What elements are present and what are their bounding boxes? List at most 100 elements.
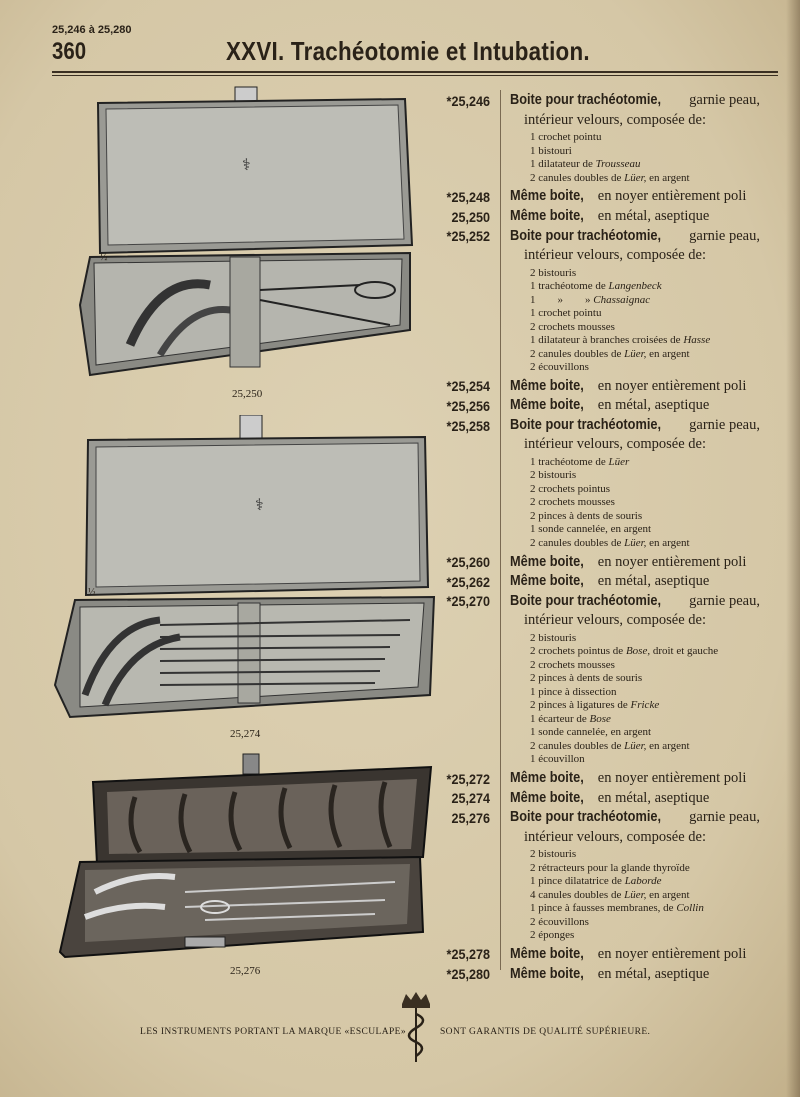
item-text: en argent <box>646 347 690 360</box>
contents-item: 1 écarteur de Bose <box>530 713 760 727</box>
item-text: en argent <box>646 739 690 752</box>
contents-item: 2 crochets mousses <box>530 496 760 510</box>
entry-row: *25,280 Même boite,en métal, aseptique <box>430 964 760 984</box>
item-text: 2 bistouris <box>530 631 577 644</box>
maker-name: Trousseau <box>595 158 641 171</box>
item-text: 1 sonde cannelée, en argent <box>530 726 652 739</box>
entry-description: Boite pour trachéotomie,garnie peau, <box>510 417 760 434</box>
item-text: 1 dilatateur de <box>530 158 596 171</box>
item-range: 25,246 à 25,280 <box>52 24 132 36</box>
item-text: 1 dilatateur à branches croisées de <box>530 334 684 347</box>
item-text: 2 pinces à ligatures de <box>530 699 631 712</box>
contents-item: 1 sonde cannelée, en argent <box>530 523 760 537</box>
entry-description: Même boite,en noyer entièrement poli <box>510 378 760 395</box>
item-text: 2 canules doubles de <box>530 171 625 184</box>
entry-description: Même boite,en métal, aseptique <box>510 790 760 807</box>
contents-item: 1 trachéotome de Langenbeck <box>530 280 760 294</box>
maker-name: Lüer, <box>624 888 647 901</box>
catalog-number: *25,270 <box>446 593 490 610</box>
page-number: 360 <box>52 38 87 65</box>
contents-item: 1 trachéotome de Lüer <box>530 456 760 470</box>
figure-caption: 25,276 <box>230 965 261 977</box>
catalog-number: *25,262 <box>446 573 490 590</box>
contents-item: 2 crochets pointus de Bose, droit et gau… <box>530 645 760 659</box>
entry-continuation: intérieur velours, composée de: <box>524 436 706 453</box>
entry-row: *25,270 Boite pour trachéotomie, garnie pe… <box>430 592 760 612</box>
item-text: 1 pince à dissection <box>530 685 617 698</box>
page-title: XXVI. Trachéotomie et Intubation. <box>226 36 590 66</box>
catalog-entry: *25,270 Boite pour trachéotomie, garnie pe… <box>430 592 760 769</box>
entry-detail: en noyer entièrement poli <box>597 553 747 570</box>
catalog-number: *25,272 <box>446 770 490 787</box>
catalog-entry: *25,262 Même boite,en métal, aseptique <box>430 572 760 592</box>
header-rule <box>52 71 778 73</box>
maker-name: Laborde <box>624 875 662 888</box>
contents-item: 2 crochets mousses <box>530 659 760 673</box>
entry-detail: en noyer entièrement poli <box>597 377 747 394</box>
catalog-entry: *25,280 Même boite,en métal, aseptique <box>430 964 760 984</box>
entry-description: Même boite,en métal, aseptique <box>510 966 760 983</box>
entry-name: Boite pour trachéotomie, <box>510 592 662 609</box>
catalog-number: *25,278 <box>446 946 490 963</box>
catalog-number: *25,280 <box>446 966 490 983</box>
entry-continuation: intérieur velours, composée de: <box>524 246 706 263</box>
catalog-number: *25,256 <box>446 397 490 414</box>
figure-scale: ½ <box>100 252 108 263</box>
entry-detail: en métal, aseptique <box>597 789 710 806</box>
maker-name: Lüer, <box>624 347 647 360</box>
item-text: 1 bistouri <box>530 144 572 157</box>
entry-detail: en noyer entièrement poli <box>597 770 747 787</box>
contents-item: 2 canules doubles de Lüer, en argent <box>530 537 760 551</box>
item-text: 2 canules doubles de <box>530 347 625 360</box>
figure-case-25276: 25,276 <box>58 753 433 977</box>
entry-detail: garnie peau, <box>689 592 760 609</box>
figure-caption: 25,274 <box>230 728 261 740</box>
entry-detail: garnie peau, <box>689 417 760 434</box>
maker-name: Lüer <box>608 455 630 468</box>
entry-detail: garnie peau, <box>689 92 760 109</box>
item-text: 2 crochets mousses <box>530 496 615 509</box>
entry-description: Même boite,en métal, aseptique <box>510 573 760 590</box>
entry-detail: en noyer entièrement poli <box>597 945 747 962</box>
entry-name: Boite pour trachéotomie, <box>510 92 662 109</box>
contents-item: 2 pinces à dents de souris <box>530 510 760 524</box>
entry-description: Même boite,en noyer entièrement poli <box>510 188 760 205</box>
item-text: 2 éponges <box>530 929 575 942</box>
item-text: 1 trachéotome de <box>530 455 609 468</box>
item-text: 2 canules doubles de <box>530 536 625 549</box>
entry-name: Même boite, <box>510 188 584 205</box>
entry-name: Boite pour trachéotomie, <box>510 809 662 826</box>
entry-name: Même boite, <box>510 553 584 570</box>
maker-name: Chassaignac <box>593 293 651 306</box>
catalog-number: 25,250 <box>451 208 490 225</box>
figure-scale: ½ <box>88 587 96 598</box>
item-text: 2 bistouris <box>530 266 577 279</box>
entry-description: Même boite, en noyer entièrement poli <box>510 554 760 571</box>
item-text: 2 crochets pointus de <box>530 645 626 658</box>
item-text: en argent <box>646 536 690 549</box>
contents-item: 1 pince à dissection <box>530 686 760 700</box>
contents-item: 2 bistouris <box>530 267 760 281</box>
page-edge-shadow <box>786 0 800 1097</box>
contents-item: 2 rétracteurs pour la glande thyroïde <box>530 862 760 876</box>
contents-item: 1 sonde cannelée, en argent <box>530 726 760 740</box>
footer-right-text: SONT GARANTIS DE QUALITÉ SUPÉRIEURE. <box>440 1027 651 1037</box>
entry-detail: en métal, aseptique <box>597 208 710 225</box>
item-text: 1 crochet pointu <box>530 131 602 144</box>
contents-item: 2 canules doubles de Lüer, en argent <box>530 740 760 754</box>
figure-box-25250: ⚕ 25,250 ½ <box>78 86 414 400</box>
maker-name: Bose, <box>625 645 651 658</box>
maker-name: Collin <box>676 902 704 915</box>
entry-name: Boite pour trachéotomie, <box>510 227 662 244</box>
item-text: 1 trachéotome de <box>530 280 609 293</box>
